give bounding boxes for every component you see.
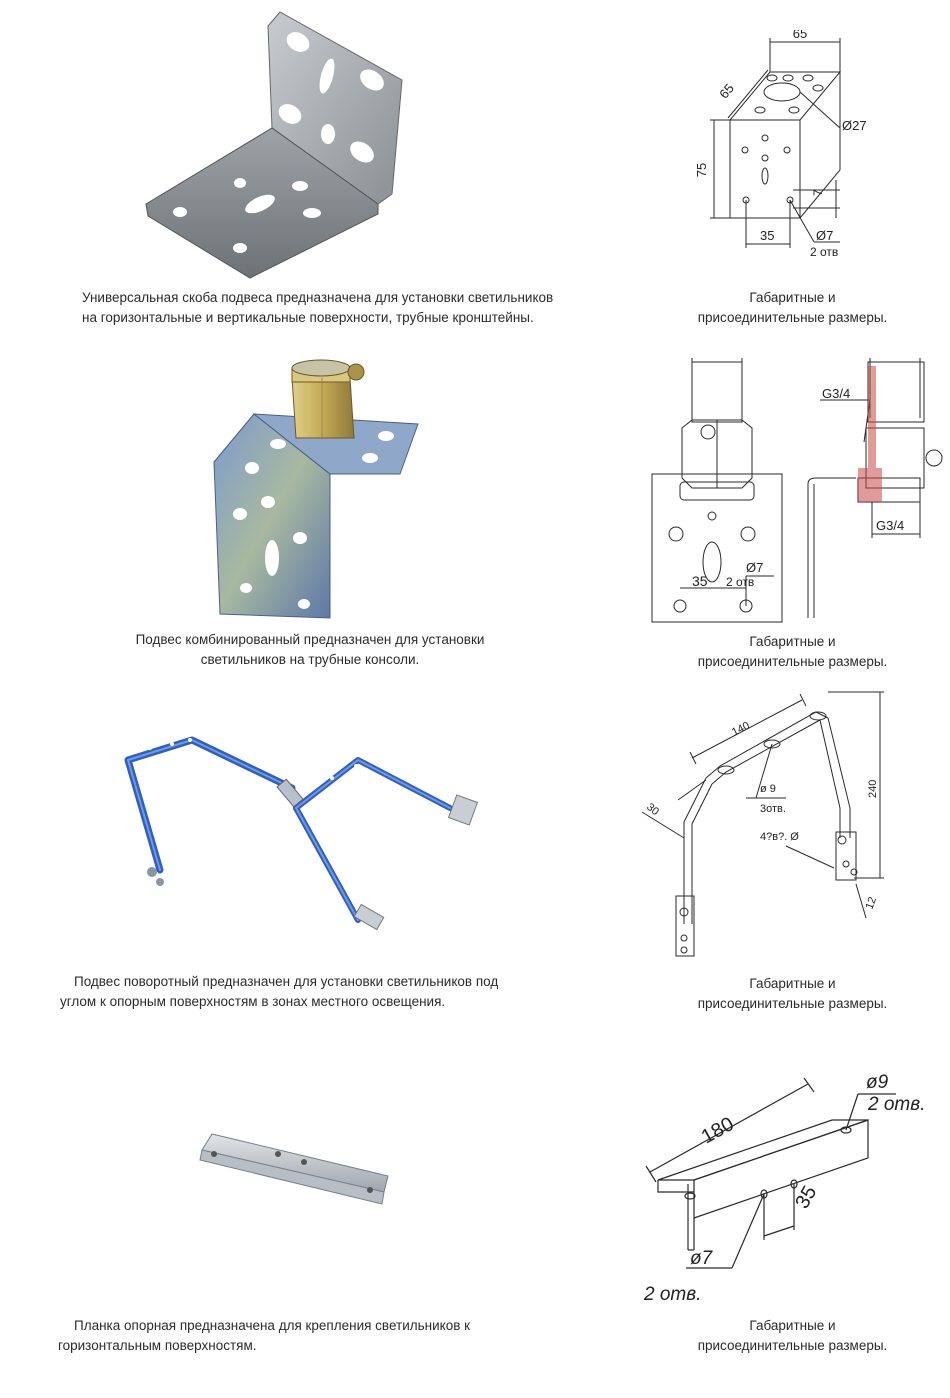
description-line: Подвес поворотный предназначен для устан… — [74, 974, 499, 989]
dim-bottom-count: 2 отв. — [643, 1284, 701, 1305]
dim-thread-top: G3/4 — [822, 386, 850, 401]
dim-tab: 12 — [864, 895, 879, 911]
dim-small-gap: 7 — [811, 189, 825, 196]
product-row-1: Универсальная скоба подвеса предназначен… — [0, 0, 950, 340]
dim-hole: Ø7 — [816, 228, 833, 243]
description-line: углом к опорным поверхностям в зонах мес… — [60, 994, 446, 1009]
dim-height: 240 — [867, 780, 879, 798]
dim-depth: 30 — [644, 801, 661, 818]
drawing-combined-hanger: G3/4 G3/4 Ø7 2 отв 35 — [650, 358, 945, 628]
dim-big-hole: Ø27 — [842, 118, 867, 133]
description-line: Подвес комбинированный предназначен для … — [135, 632, 485, 647]
description-line: светильников на трубные консоли. — [200, 652, 420, 667]
description-combined-hanger: Подвес комбинированный предназначен для … — [90, 630, 530, 670]
dim-side: 65 — [716, 81, 737, 102]
dim-hole-count: 3отв. — [760, 803, 786, 815]
caption-line: присоединительные размеры. — [697, 310, 888, 325]
dim-hole-count: 2 отв — [726, 575, 754, 589]
description-universal-bracket: Универсальная скоба подвеса предназначен… — [82, 288, 562, 328]
dim-side-holes: 4?в?. Ø — [760, 831, 799, 843]
caption-line: Габаритные и — [749, 1318, 836, 1333]
description-line: Универсальная скоба подвеса предназначен… — [82, 290, 554, 305]
dim-hole: ø 9 — [760, 783, 776, 795]
dim-length: 180 — [698, 1113, 738, 1148]
photo-combined-hanger — [210, 352, 420, 622]
caption-line: Габаритные и — [749, 634, 836, 649]
photo-support-bar — [196, 1120, 396, 1210]
caption-line: присоединительные размеры. — [697, 1338, 888, 1353]
drawing-caption-4: Габаритные и присоединительные размеры. — [660, 1316, 925, 1356]
caption-line: Габаритные и — [749, 290, 836, 305]
dim-spacing: 35 — [760, 228, 774, 243]
description-line: на горизонтальные и вертикальные поверхн… — [82, 310, 534, 325]
drawing-caption-3: Габаритные и присоединительные размеры. — [660, 974, 925, 1014]
dim-hole-count: 2 отв — [810, 245, 838, 259]
dim-thread-bottom: G3/4 — [876, 518, 904, 533]
description-support-bar: Планка опорная предназначена для креплен… — [58, 1316, 548, 1356]
drawing-universal-bracket: 65 65 75 Ø27 7 35 Ø7 2 отв — [694, 30, 867, 259]
drawing-support-bar: 180 ø9 2 отв. 35 ø7 2 отв. — [643, 1072, 925, 1305]
photo-universal-bracket — [140, 8, 420, 280]
product-row-3: Подвес поворотный предназначен для устан… — [0, 680, 950, 1020]
drawing-swivel-hanger: 140 240 30 ø 9 3отв. 4?в?. Ø 12 — [636, 688, 896, 963]
product-row-4: Планка опорная предназначена для креплен… — [0, 1020, 950, 1398]
drawing-caption-2: Габаритные и присоединительные размеры. — [660, 632, 925, 672]
dim-top: 65 — [793, 30, 807, 41]
description-swivel-hanger: Подвес поворотный предназначен для устан… — [60, 972, 550, 1012]
product-row-2: Подвес комбинированный предназначен для … — [0, 340, 950, 680]
drawing-caption-1: Габаритные и присоединительные размеры. — [660, 288, 925, 328]
photo-swivel-hanger — [100, 720, 490, 940]
caption-line: присоединительные размеры. — [697, 996, 888, 1011]
dim-hole: Ø7 — [746, 560, 763, 575]
dim-spacing: 35 — [692, 573, 708, 589]
caption-line: Габаритные и — [749, 976, 836, 991]
dim-height: 75 — [694, 163, 709, 177]
dim-width: 140 — [730, 720, 752, 739]
dim-top-hole: ø9 — [866, 1072, 889, 1093]
caption-line: присоединительные размеры. — [697, 654, 888, 669]
description-line: Планка опорная предназначена для креплен… — [74, 1318, 471, 1333]
dim-top-count: 2 отв. — [867, 1094, 925, 1115]
description-line: горизонтальным поверхностям. — [58, 1338, 257, 1353]
dim-bottom-hole: ø7 — [690, 1248, 714, 1269]
